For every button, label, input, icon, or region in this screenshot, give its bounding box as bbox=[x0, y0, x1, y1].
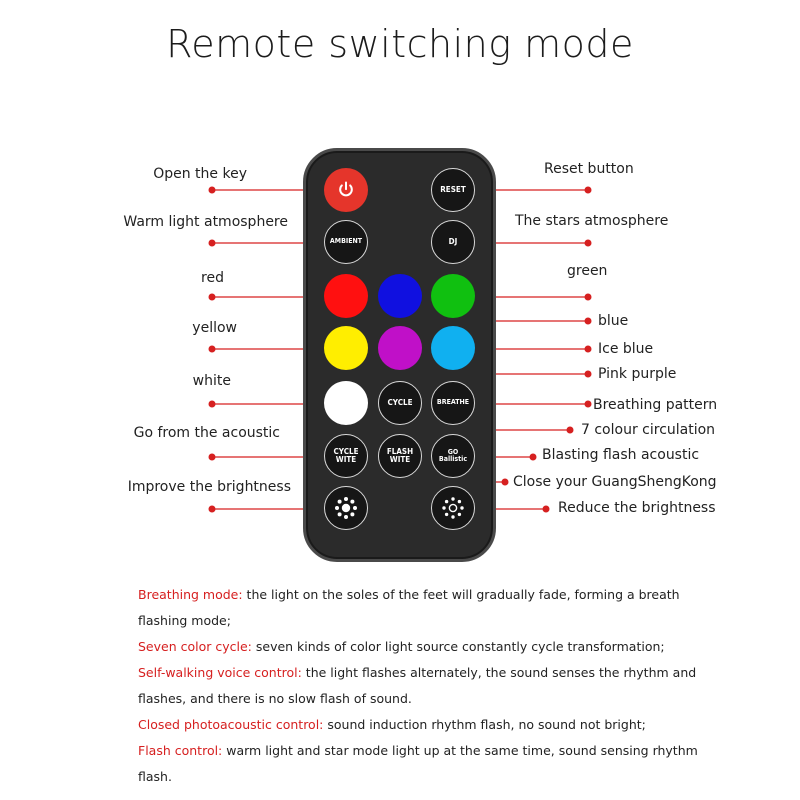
note-line: Closed photoacoustic control: sound indu… bbox=[138, 717, 646, 732]
flash-wite-label-1: FLASH bbox=[386, 446, 414, 456]
brightness-down-icon bbox=[442, 497, 464, 519]
mode-notes: Breathing mode: the light on the soles o… bbox=[138, 582, 738, 790]
brightness-up-icon bbox=[335, 497, 357, 519]
dot-ice-blue bbox=[584, 345, 592, 353]
note-line: flashes, and there is no slow flash of s… bbox=[138, 691, 412, 706]
breathe-button[interactable]: BREATHE bbox=[431, 381, 475, 425]
label-close-guang: Close your GuangShengKong bbox=[513, 474, 717, 490]
note-line: Breathing mode: the light on the soles o… bbox=[138, 587, 680, 602]
go-label-2: Ballistic bbox=[438, 455, 468, 463]
power-button[interactable] bbox=[324, 168, 368, 212]
red-button[interactable] bbox=[324, 274, 368, 318]
label-yellow: yellow bbox=[192, 320, 237, 336]
note-line: Flash control: warm light and star mode … bbox=[138, 743, 698, 758]
dot-go-acoustic bbox=[208, 453, 216, 461]
yellow-button[interactable] bbox=[324, 326, 368, 370]
label-green: green bbox=[567, 263, 608, 279]
page-title: Remote switching mode bbox=[166, 22, 634, 66]
cycle-wite-label-1: CYCLE bbox=[333, 446, 359, 456]
dot-stars bbox=[584, 239, 592, 247]
label-breathing-pattern: Breathing pattern bbox=[593, 397, 718, 413]
flash-wite-button[interactable]: FLASH WITE bbox=[378, 434, 422, 478]
label-reduce-brightness: Reduce the brightness bbox=[558, 500, 716, 516]
dot-improve-brightness bbox=[208, 505, 216, 513]
dot-reset bbox=[584, 186, 592, 194]
dot-pink-purple bbox=[584, 370, 592, 378]
dot-white bbox=[208, 400, 216, 408]
flash-wite-label-2: WITE bbox=[389, 455, 411, 464]
dot-yellow bbox=[208, 345, 216, 353]
green-button[interactable] bbox=[431, 274, 475, 318]
dot-warm-light bbox=[208, 239, 216, 247]
label-blue: blue bbox=[598, 313, 629, 329]
label-improve-brightness: Improve the brightness bbox=[127, 479, 291, 495]
reset-button[interactable]: RESET bbox=[431, 168, 475, 212]
note-line: flashing mode; bbox=[138, 613, 231, 628]
dot-reduce bbox=[542, 505, 550, 513]
dot-seven-colour bbox=[566, 426, 574, 434]
dot-blasting bbox=[529, 453, 537, 461]
label-open-key: Open the key bbox=[153, 166, 247, 182]
cycle-button[interactable]: CYCLE bbox=[378, 381, 422, 425]
label-reset-button: Reset button bbox=[544, 161, 634, 177]
cycle-wite-label-2: WITE bbox=[335, 455, 357, 464]
label-seven-colour: 7 colour circulation bbox=[581, 422, 716, 438]
label-ice-blue: Ice blue bbox=[598, 341, 654, 357]
cycle-wite-button[interactable]: CYCLE WITE bbox=[324, 434, 368, 478]
white-button[interactable] bbox=[324, 381, 368, 425]
label-warm-light: Warm light atmosphere bbox=[123, 214, 288, 230]
label-red: red bbox=[201, 270, 224, 286]
blue-button[interactable] bbox=[378, 274, 422, 318]
label-blasting-flash: Blasting flash acoustic bbox=[542, 447, 700, 463]
brightness-down-button[interactable] bbox=[431, 486, 475, 530]
label-go-acoustic: Go from the acoustic bbox=[133, 425, 280, 441]
dot-open-key bbox=[208, 186, 216, 194]
go-ballistic-button[interactable]: GO Ballistic bbox=[431, 434, 475, 478]
label-pink-purple: Pink purple bbox=[598, 366, 677, 382]
note-line: Self-walking voice control: the light fl… bbox=[138, 665, 697, 680]
go-label-1: GO bbox=[447, 447, 459, 456]
dj-button[interactable]: DJ bbox=[431, 220, 475, 264]
dot-red bbox=[208, 293, 216, 301]
brightness-up-button[interactable] bbox=[324, 486, 368, 530]
purple-button[interactable] bbox=[378, 326, 422, 370]
label-stars: The stars atmosphere bbox=[515, 213, 669, 229]
label-white: white bbox=[192, 373, 231, 389]
power-icon bbox=[339, 181, 353, 197]
dot-green bbox=[584, 293, 592, 301]
dot-blue bbox=[584, 317, 592, 325]
ambient-button[interactable]: AMBIENT bbox=[324, 220, 368, 264]
dot-close-guang bbox=[501, 478, 509, 486]
dot-breathing bbox=[584, 400, 592, 408]
ice-blue-button[interactable] bbox=[431, 326, 475, 370]
note-line: flash. bbox=[138, 769, 172, 784]
note-line: Seven color cycle: seven kinds of color … bbox=[138, 639, 665, 654]
